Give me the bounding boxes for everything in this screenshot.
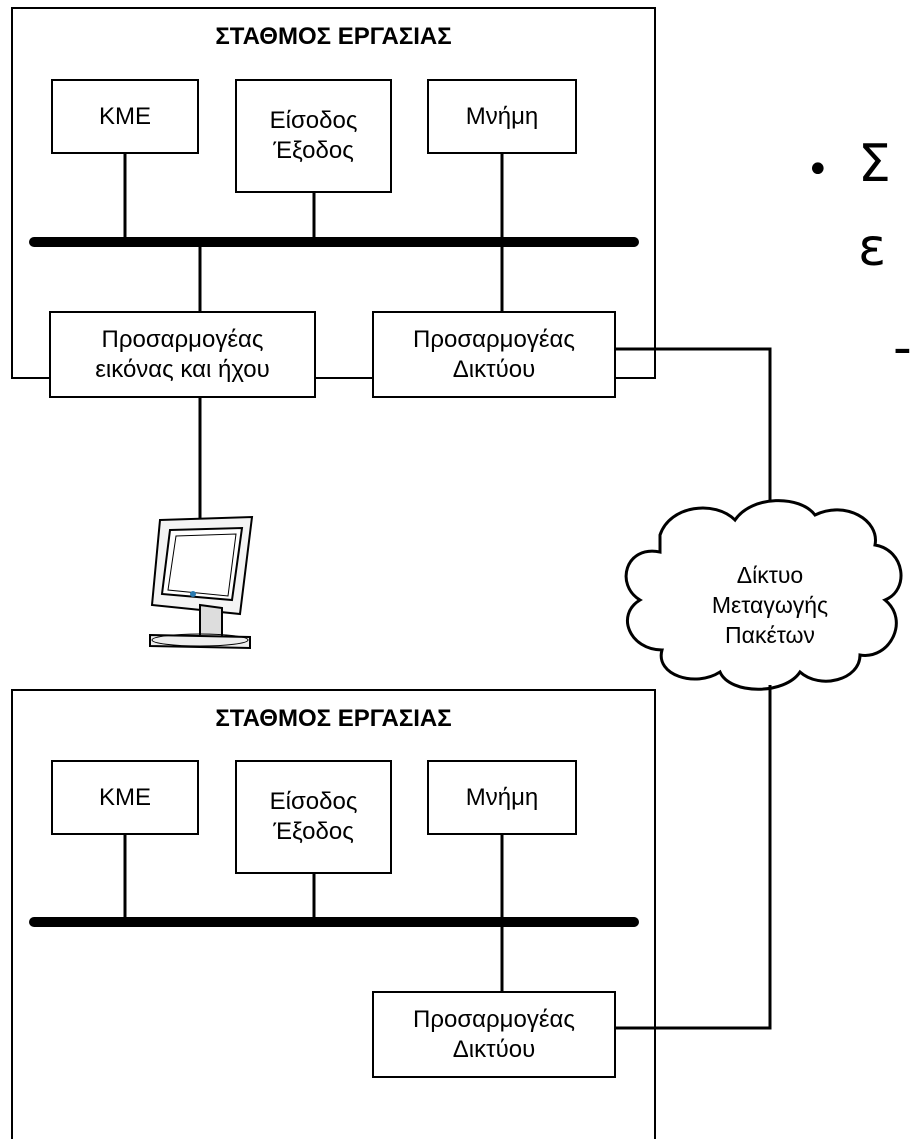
memory-label-top: Μνήμη <box>465 102 539 130</box>
slide-bullet: • <box>806 147 830 193</box>
station-top-frame <box>11 7 656 379</box>
station-top-title: ΣΤΑΘΜΟΣ ΕΡΓΑΣΙΑΣ <box>215 23 452 50</box>
slide-text-line1: Σ <box>858 134 891 194</box>
io-box-bottom <box>235 760 392 874</box>
station-bottom-title: ΣΤΑΘΜΟΣ ΕΡΓΑΣΙΑΣ <box>215 705 452 732</box>
network-cloud-shape <box>624 499 903 691</box>
memory-box-top <box>427 79 577 154</box>
cpu-label-bottom: ΚΜΕ <box>98 783 151 811</box>
av-adapter-box <box>49 311 316 398</box>
monitor-icon <box>149 515 254 650</box>
memory-label-bottom: Μνήμη <box>465 783 539 811</box>
io-box-top <box>235 79 392 193</box>
station-bottom-frame <box>11 689 656 1139</box>
cpu-label-top: ΚΜΕ <box>98 102 151 130</box>
slide-dash: - <box>893 318 912 378</box>
net-adapter-box-bottom <box>372 991 616 1078</box>
slide-text-line2: ε <box>858 218 887 278</box>
net-adapter-box-top <box>372 311 616 398</box>
